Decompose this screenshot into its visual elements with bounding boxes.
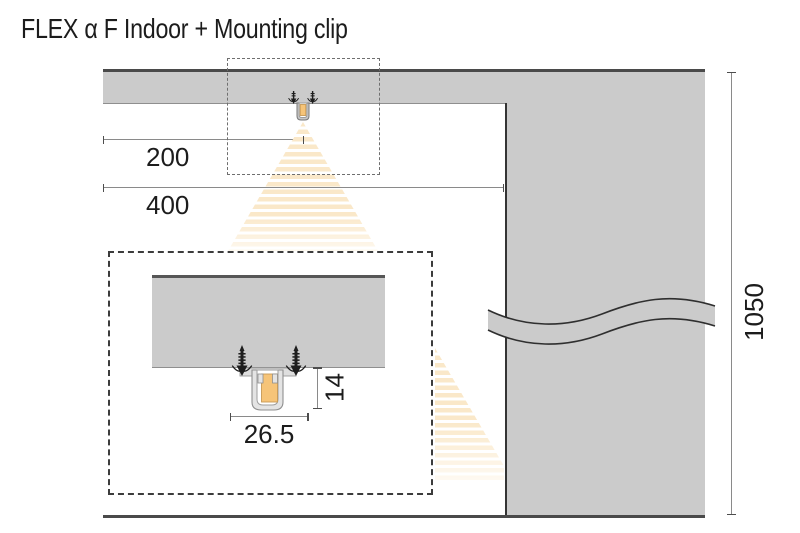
detail-ceiling-section bbox=[152, 275, 385, 368]
dim-14-label: 14 bbox=[319, 373, 349, 402]
clip-retaining-tab-right bbox=[272, 373, 278, 384]
light-beam-lower bbox=[435, 348, 504, 480]
dim-200-tick-left bbox=[102, 135, 104, 144]
dim-1050-tick-bottom bbox=[726, 513, 736, 515]
dim-26-5-label: 26.5 bbox=[243, 419, 295, 449]
zoom-source-dashed-box bbox=[227, 58, 380, 175]
clip-retaining-tab-left bbox=[257, 373, 264, 384]
screw-icon bbox=[288, 91, 299, 104]
mounting-clip-small bbox=[288, 91, 318, 121]
dim-200-label: 200 bbox=[146, 142, 190, 172]
dim-1050-line bbox=[730, 72, 732, 515]
dim-200-line bbox=[103, 139, 303, 140]
dim-14-tick-bottom bbox=[313, 407, 322, 409]
dim-14-tick-top bbox=[313, 367, 322, 369]
dim-1050-label: 1050 bbox=[739, 283, 769, 341]
mounting-clip-detail bbox=[231, 344, 307, 411]
diagram-title: FLEX α F Indoor + Mounting clip bbox=[21, 13, 348, 44]
led-profile-small bbox=[299, 104, 307, 116]
screw-icon bbox=[307, 91, 318, 104]
dim-1050-tick-top bbox=[726, 71, 736, 73]
dim-400-tick-right bbox=[502, 183, 504, 192]
dim-400-label: 400 bbox=[146, 190, 190, 220]
floor-line bbox=[103, 515, 705, 518]
dim-400-tick-left bbox=[102, 183, 104, 192]
dim-26-5-line bbox=[230, 416, 308, 417]
ceiling-section bbox=[103, 69, 705, 103]
dim-200-tick-right bbox=[302, 135, 304, 144]
dim-26-5-tick-left bbox=[229, 412, 231, 421]
detail-ceiling-bottom-edge bbox=[152, 367, 385, 368]
dim-26-5-tick-right bbox=[307, 412, 309, 421]
wall-break-wave-icon bbox=[487, 297, 716, 345]
dim-14-line bbox=[317, 368, 319, 409]
